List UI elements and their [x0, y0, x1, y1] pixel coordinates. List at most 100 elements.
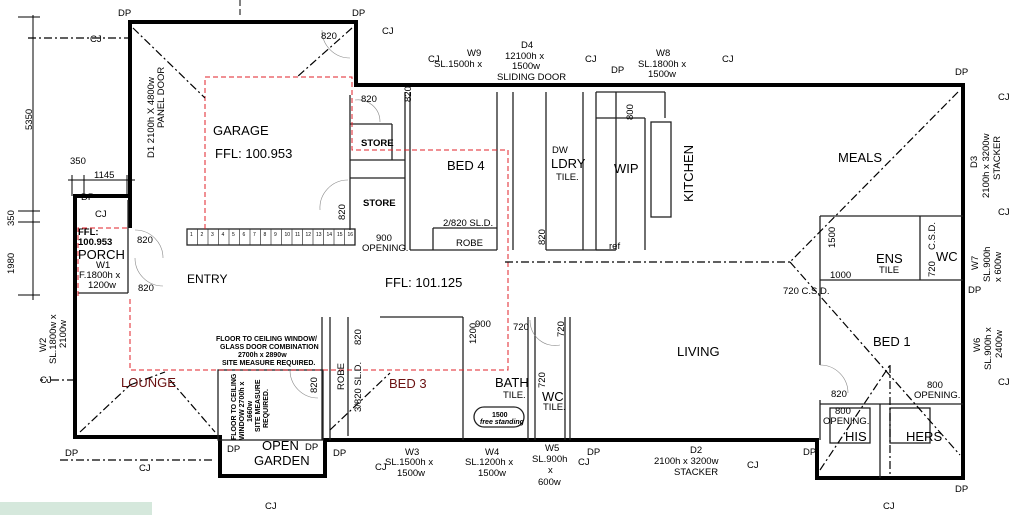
room-porch: PORCH	[78, 247, 125, 262]
porch-ffl: FFL:	[78, 227, 99, 238]
window-w6-size: SL.900h x	[983, 327, 994, 370]
site-notes: FLOOR TO CEILING WINDOW/ GLASS DOOR COMB…	[216, 336, 319, 440]
window-w5: W5	[545, 443, 559, 454]
door-820: 820	[337, 204, 348, 220]
window-w8-size: SL.1800h x	[638, 59, 686, 70]
room-open-garden: OPEN	[262, 438, 299, 453]
door-820: 820	[321, 31, 337, 42]
opening-800-his: 800	[835, 406, 851, 417]
cj-label: CJ	[139, 463, 151, 474]
door-d3-type: STACKER	[992, 136, 1003, 180]
garden-note-line: FLOOR TO CEILING	[231, 373, 238, 440]
stair-number: 9	[274, 232, 277, 238]
window-w2-width: 2100w	[58, 320, 69, 348]
dp-label: DP	[352, 8, 365, 19]
dp-label: DP	[611, 65, 624, 76]
cj-label: CJ	[722, 54, 734, 65]
window-w9: W9	[467, 48, 481, 59]
watermark-band	[0, 502, 152, 515]
dishwasher: DW	[552, 145, 568, 156]
door-d4: D4	[521, 40, 533, 51]
door-d1: D1 2100h X 4800w	[146, 77, 157, 158]
dp-label: DP	[955, 67, 968, 78]
window-w3-size: SL.1500h x	[385, 457, 433, 468]
room-wip: WIP	[614, 161, 639, 176]
door-d3-size: 2100h x 3200w	[981, 133, 992, 198]
upper-floor-outline	[77, 76, 509, 371]
door-820: 820	[537, 229, 548, 245]
dp-label: DP	[81, 192, 94, 203]
bath-tile: TILE.	[503, 390, 526, 401]
stair-number: 5	[232, 232, 235, 238]
room-bath: BATH	[495, 375, 529, 390]
window-w2-size: SL.1800w x	[48, 314, 59, 364]
entry: ENTRY	[187, 272, 227, 286]
door-820: 820	[137, 235, 153, 246]
window-w6-width: 2400w	[994, 330, 1005, 358]
cj-label: CJ	[375, 462, 387, 473]
cj-label: CJ	[747, 460, 759, 471]
csd-720: 720 C.S.D.	[783, 286, 829, 297]
cj-label: CJ	[90, 34, 102, 45]
interior-walls	[78, 91, 963, 478]
room-bed-4: BED 4	[447, 158, 485, 173]
door-820: 820	[138, 283, 154, 294]
dp-label: DP	[803, 447, 816, 458]
shower-1200: 1200	[468, 323, 479, 344]
door-820: 820	[403, 86, 414, 102]
dp-label: DP	[587, 447, 600, 458]
bathtub-label: free standing	[480, 419, 525, 426]
porch-ffl-value: 100.953	[78, 237, 112, 248]
dp-label: DP	[333, 448, 346, 459]
window-w4-size: SL.1200h x	[465, 457, 513, 468]
door-820: 820	[309, 377, 320, 393]
door-820: 820	[831, 389, 847, 400]
room-living: LIVING	[677, 344, 720, 359]
dp-label: DP	[955, 484, 968, 495]
window-w3-width: 1500w	[397, 468, 425, 479]
ensuite-1500: 1500	[827, 227, 838, 248]
window-w5-size: SL.900h	[532, 454, 567, 465]
dp-label: DP	[305, 442, 318, 453]
window-w5-width: 600w	[538, 477, 561, 488]
door-d2: D2	[690, 445, 702, 456]
stair-number: 12	[306, 232, 312, 238]
stair-number: 11	[295, 232, 300, 238]
dim-350-vertical: 350	[6, 210, 17, 226]
stair-number: 2	[201, 232, 204, 238]
stair-number: 16	[348, 232, 354, 238]
window-w4-width: 1500w	[478, 468, 506, 479]
bed3-door-label: 3/820 SL.D.	[353, 362, 364, 412]
dp-label: DP	[65, 448, 78, 459]
stair-number: 8	[264, 232, 267, 238]
stair-number: 1	[190, 232, 193, 238]
opening-900: 900	[376, 233, 392, 244]
garden-note-line: WINDOW 2700h x	[239, 382, 246, 440]
ensuite-tile: TILE	[879, 265, 899, 276]
glass-note-line: SITE MEASURE REQUIRED.	[222, 360, 315, 367]
door-d4-width: 1500w	[512, 61, 540, 72]
door-720: 720	[556, 321, 567, 337]
csd-720-vertical: 720	[927, 261, 938, 277]
laundry-tile: TILE.	[556, 172, 579, 183]
window-w1: W1	[96, 260, 110, 271]
dim-350: 350	[70, 156, 86, 167]
door-d2-type: STACKER	[674, 467, 718, 478]
window-w8-width: 1500w	[648, 69, 676, 80]
door-800: 800	[625, 104, 636, 120]
wc-tile: TILE.	[543, 402, 566, 413]
window-w3: W3	[405, 447, 419, 458]
cj-label: CJ	[998, 92, 1010, 103]
dp-label: DP	[118, 8, 131, 19]
stair-number: 4	[222, 232, 225, 238]
garden-note-line: SITE MEASURE	[255, 379, 262, 432]
window-w4: W4	[485, 447, 499, 458]
dim-1145: 1145	[94, 170, 114, 181]
cj-label: CJ	[95, 209, 107, 220]
csd-vertical: C.S.D.	[927, 222, 938, 250]
window-w1-size: F.1800h x	[79, 270, 120, 281]
room-his: HIS	[845, 429, 867, 444]
main-ffl: FFL: 101.125	[385, 275, 462, 290]
opening-900-label: OPENING.	[362, 243, 408, 254]
